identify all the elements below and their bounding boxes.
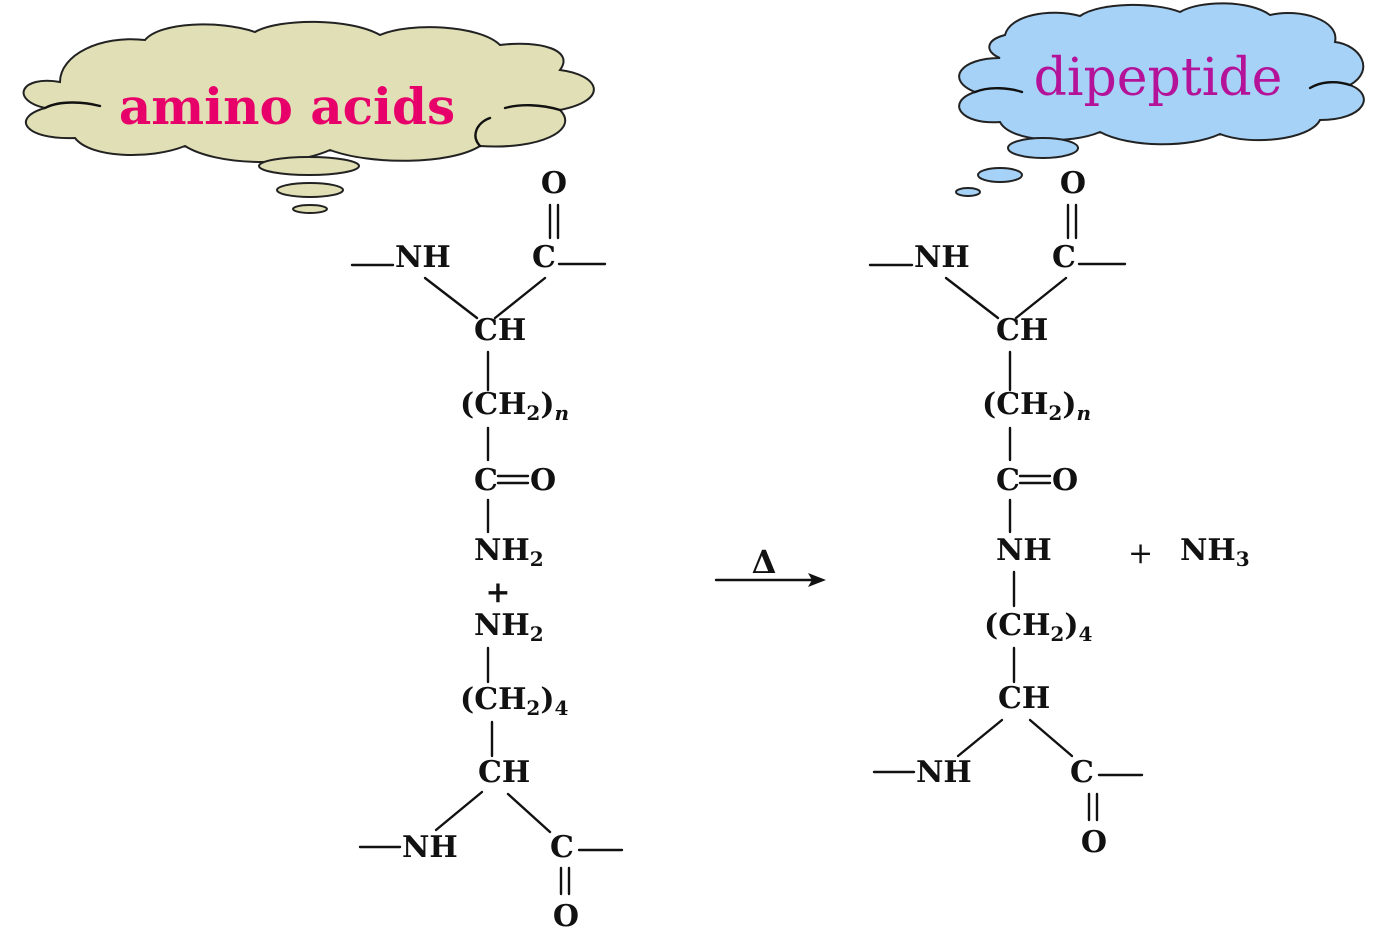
cloud-label-amino-acids: amino acids bbox=[119, 77, 455, 136]
product-bottom-nh: NH bbox=[916, 755, 972, 790]
product-ch-top: CH bbox=[996, 313, 1048, 348]
cloud-bubble-left-2 bbox=[276, 182, 344, 198]
reactant-bottom-oxygen: O bbox=[553, 899, 579, 930]
cloud-bubble-left-3 bbox=[292, 204, 328, 214]
reactant-ch-c-bottom-bond bbox=[506, 792, 552, 834]
cloud-bubble-right-3 bbox=[955, 187, 981, 197]
cloud-fold-left-2 bbox=[474, 116, 492, 148]
arrow-heat-label: Δ bbox=[752, 543, 777, 581]
reactant-ch2n-group: (CH2)n bbox=[460, 387, 569, 425]
dipeptide-cloud: dipeptide bbox=[955, 2, 1365, 197]
product-ch24-group: (CH2)4 bbox=[984, 608, 1093, 646]
product-carbonyl-oxygen: O bbox=[1052, 463, 1078, 498]
cloud-bubble-left-1 bbox=[258, 156, 360, 176]
reactant-top-oxygen: O bbox=[541, 166, 567, 201]
byproduct-plus-sign: + bbox=[1128, 536, 1153, 571]
product-ch-bottom: CH bbox=[998, 681, 1050, 716]
cloud-bubble-right-2 bbox=[977, 167, 1023, 183]
product-ch-c-bottom-bond bbox=[1028, 718, 1074, 758]
product-nh-ch-bond bbox=[944, 276, 1000, 320]
reactant-ch24-group: (CH2)4 bbox=[460, 682, 569, 720]
product-ch2n-group: (CH2)n bbox=[982, 387, 1091, 425]
cloud-fold-right-1 bbox=[973, 87, 1024, 94]
reactant-structure: O NH C CH (CH2)n C O NH2 + NH2 (CH2)4 CH bbox=[350, 166, 624, 930]
reactant-bottom-nh: NH bbox=[402, 830, 458, 865]
reactant-nh2-lower: NH2 bbox=[474, 608, 544, 646]
reactant-plus-sign: + bbox=[485, 575, 510, 610]
reactant-c-ch-bond bbox=[493, 276, 547, 320]
byproduct-nh3: NH3 bbox=[1180, 533, 1250, 571]
product-amide-nh: NH bbox=[996, 533, 1052, 568]
reactant-bottom-carbon: C bbox=[550, 830, 574, 865]
product-structure: O NH C CH (CH2)n C O NH (CH2)4 CH NH C bbox=[868, 166, 1144, 860]
cloud-shape-left bbox=[22, 20, 595, 163]
reactant-carbonyl-oxygen: O bbox=[530, 463, 556, 498]
cloud-fold-right-2 bbox=[1308, 80, 1352, 90]
cloud-shape-right bbox=[958, 2, 1365, 146]
product-c-ch-bond bbox=[1014, 276, 1068, 320]
ammonia-byproduct: + NH3 bbox=[1128, 533, 1250, 571]
cloud-fold-left-1 bbox=[43, 101, 102, 110]
reactant-carbonyl-carbon: C bbox=[474, 463, 498, 498]
cloud-bubble-right-1 bbox=[1007, 137, 1079, 159]
reactant-nh-ch-bond bbox=[423, 276, 479, 320]
cloud-label-dipeptide: dipeptide bbox=[1034, 48, 1283, 108]
reactant-ch-nh-bottom-bond bbox=[434, 790, 484, 832]
arrow-head bbox=[808, 573, 826, 587]
product-bottom-oxygen: O bbox=[1081, 825, 1107, 860]
reactant-top-carbon: C bbox=[532, 240, 556, 275]
cloud-fold-left-3 bbox=[503, 104, 562, 112]
reactant-ch-bottom: CH bbox=[478, 755, 530, 790]
product-carbonyl-carbon: C bbox=[996, 463, 1020, 498]
reaction-arrow: Δ bbox=[714, 543, 826, 587]
reactant-nh2-upper: NH2 bbox=[474, 533, 544, 571]
reactant-ch-top: CH bbox=[474, 313, 526, 348]
reactant-top-nh: NH bbox=[395, 240, 451, 275]
product-top-carbon: C bbox=[1052, 240, 1076, 275]
product-ch-nh-bottom-bond bbox=[956, 718, 1004, 758]
product-top-nh: NH bbox=[914, 240, 970, 275]
amino-acids-cloud: amino acids bbox=[22, 20, 595, 214]
product-bottom-carbon: C bbox=[1070, 755, 1094, 790]
product-top-oxygen: O bbox=[1060, 166, 1086, 201]
